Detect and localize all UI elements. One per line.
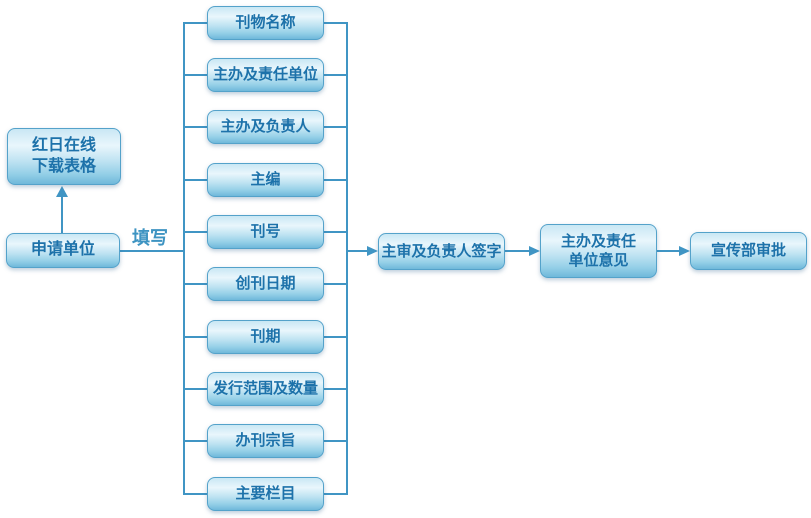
node-founding-date-label: 创刊日期 (235, 275, 296, 293)
node-sponsor-unit-opinion-line1: 主办及责任 (560, 232, 636, 250)
node-publication-purpose: 办刊宗旨 (207, 424, 324, 458)
node-applicant-unit-label: 申请单位 (30, 241, 95, 259)
node-publication-purpose-label: 办刊宗旨 (235, 432, 296, 450)
node-propaganda-dept-approval-label: 宣传部审批 (710, 242, 786, 260)
node-propaganda-dept-approval: 宣传部审批 (690, 232, 807, 270)
up-arrow-head-icon (56, 186, 68, 197)
node-download-form-line1: 红日在线 (31, 136, 96, 154)
node-publication-period-label: 刊期 (250, 328, 281, 346)
sign-to-opinion-arrow-icon (529, 246, 540, 256)
node-sponsor-responsible-unit: 主办及责任单位 (207, 58, 324, 92)
node-distribution-scope-quantity: 发行范围及数量 (207, 372, 324, 406)
node-download-form-line2: 下载表格 (31, 157, 96, 175)
opinion-to-approve-connector (657, 250, 679, 252)
left-spine (183, 22, 185, 495)
fields-to-sign-arrow-icon (367, 246, 378, 256)
node-applicant-unit: 申请单位 (6, 233, 120, 268)
node-sponsor-unit-opinion: 主办及责任 单位意见 (540, 224, 657, 278)
node-sponsor-unit-opinion-line2: 单位意见 (568, 252, 629, 269)
edge-label-fill-in: 填写 (132, 228, 168, 248)
node-reviewer-signature-label: 主审及负责人签字 (381, 242, 502, 260)
node-sponsor-and-head: 主办及负责人 (207, 110, 324, 144)
opinion-to-approve-arrow-icon (679, 246, 690, 256)
node-issue-number-label: 刊号 (250, 223, 281, 241)
node-main-columns: 主要栏目 (207, 477, 324, 511)
node-publication-name-label: 刊物名称 (235, 14, 296, 32)
node-distribution-scope-quantity-label: 发行范围及数量 (212, 380, 318, 398)
sign-to-opinion-connector (505, 250, 529, 252)
node-download-form: 红日在线 下载表格 (7, 128, 121, 185)
up-arrow-stem (61, 197, 63, 233)
node-issue-number: 刊号 (207, 215, 324, 249)
node-chief-editor: 主编 (207, 163, 324, 197)
node-founding-date: 创刊日期 (207, 267, 324, 301)
node-sponsor-and-head-label: 主办及负责人 (220, 118, 311, 136)
node-chief-editor-label: 主编 (250, 171, 281, 189)
node-publication-name: 刊物名称 (207, 6, 324, 40)
node-publication-period: 刊期 (207, 320, 324, 354)
fields-to-sign-connector (348, 250, 367, 252)
right-spine (346, 22, 348, 495)
node-main-columns-label: 主要栏目 (235, 485, 296, 503)
node-sponsor-responsible-unit-label: 主办及责任单位 (212, 66, 318, 84)
apply-to-fields-connector (120, 250, 183, 252)
node-reviewer-signature: 主审及负责人签字 (378, 233, 505, 270)
